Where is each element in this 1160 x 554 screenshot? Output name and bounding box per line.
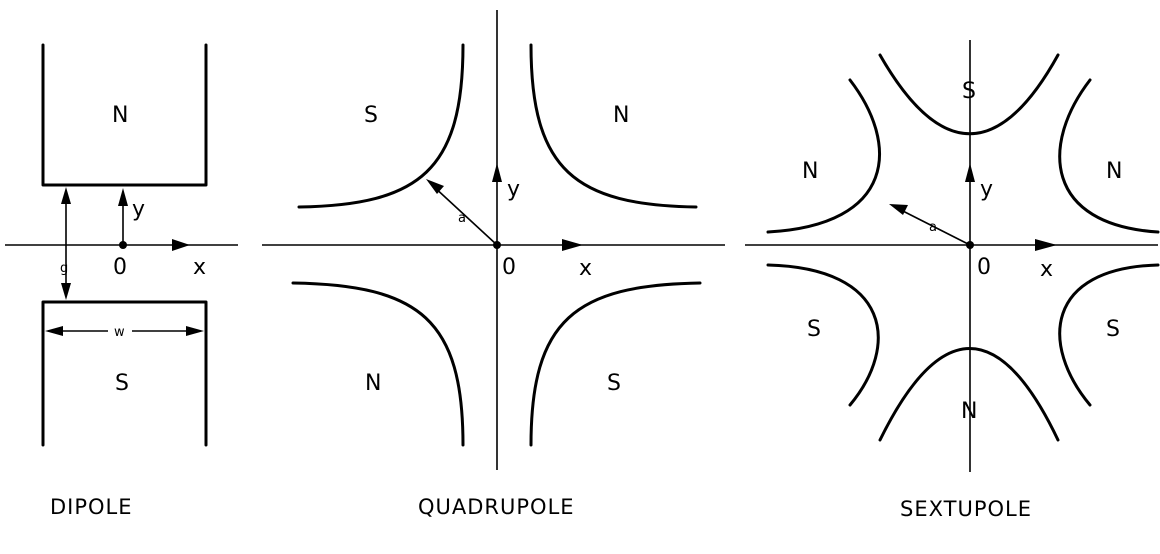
quadrupole-radius-arrow	[426, 179, 444, 194]
sextupole-radius-arrow	[889, 204, 908, 215]
quadrupole-pole-bottom-left-label: N	[365, 371, 381, 396]
dipole-pole-bottom-label: S	[115, 371, 129, 396]
dipole-top-pole	[41, 43, 208, 187]
dipole-y-arrow	[118, 188, 128, 206]
sextupole-origin-label: 0	[977, 255, 991, 280]
sextupole-pole-top	[878, 53, 1060, 136]
dipole-width-arrow-left	[45, 326, 63, 336]
dipole-width-arrow-right	[186, 326, 204, 336]
sextupole-pole-lower-left	[766, 263, 880, 407]
sextupole-pole-upper-right-label: N	[1106, 159, 1122, 184]
sextupole-pole-upper-left	[766, 78, 881, 234]
quadrupole-diagram: S N N S y 0 x a QUADRUPOLE	[262, 10, 725, 519]
sextupole-radius-line	[894, 206, 971, 246]
dipole-y-label: y	[132, 197, 145, 222]
dipole-origin-label: 0	[113, 255, 127, 280]
quadrupole-pole-bottom-right	[529, 281, 702, 447]
sextupole-pole-upper-left-label: N	[802, 159, 818, 184]
quadrupole-pole-top-right-label: N	[613, 103, 629, 128]
quadrupole-title: QUADRUPOLE	[418, 495, 575, 519]
quadrupole-y-arrow	[492, 163, 502, 182]
dipole-x-arrow	[172, 239, 190, 251]
sextupole-pole-lower-left-label: S	[807, 317, 821, 342]
dipole-width-label: w	[114, 325, 125, 340]
sextupole-y-label: y	[980, 177, 993, 202]
dipole-gap-arrow-up	[61, 187, 71, 204]
dipole-bottom-pole	[41, 300, 208, 447]
dipole-pole-top-label: N	[112, 103, 128, 128]
quadrupole-pole-bottom-left	[291, 281, 465, 447]
quadrupole-pole-bottom-right-label: S	[607, 371, 621, 396]
dipole-gap-label: g	[60, 261, 68, 276]
dipole-diagram: N S y 0 x g w DIPOLE	[5, 43, 238, 519]
quadrupole-radius-line	[431, 184, 498, 246]
sextupole-pole-lower-right	[1058, 263, 1160, 407]
dipole-width-label-bg	[108, 322, 132, 338]
sextupole-pole-bottom	[878, 347, 1060, 442]
sextupole-radius-label: a	[929, 220, 937, 235]
sextupole-pole-bottom-label: N	[961, 399, 977, 424]
quadrupole-radius-label: a	[458, 211, 466, 226]
sextupole-y-arrow	[965, 163, 975, 182]
quadrupole-pole-top-right	[529, 43, 698, 209]
sextupole-pole-top-label: S	[962, 79, 976, 104]
quadrupole-origin-label: 0	[502, 255, 516, 280]
quadrupole-pole-top-left	[297, 43, 465, 209]
dipole-origin-dot	[119, 241, 127, 249]
sextupole-diagram: S N N S S N y 0 x a SEXTUPOLE	[745, 40, 1160, 521]
quadrupole-x-arrow	[562, 239, 583, 251]
dipole-title: DIPOLE	[50, 495, 133, 519]
dipole-x-label: x	[193, 255, 206, 280]
sextupole-pole-lower-right-label: S	[1106, 317, 1120, 342]
quadrupole-x-label: x	[579, 256, 592, 281]
quadrupole-pole-top-left-label: S	[364, 103, 378, 128]
sextupole-x-label: x	[1040, 257, 1053, 282]
sextupole-pole-upper-right	[1058, 78, 1160, 234]
quadrupole-y-label: y	[507, 177, 520, 202]
dipole-gap-arrow-down	[61, 283, 71, 300]
sextupole-title: SEXTUPOLE	[900, 497, 1032, 521]
sextupole-x-arrow	[1035, 239, 1057, 251]
